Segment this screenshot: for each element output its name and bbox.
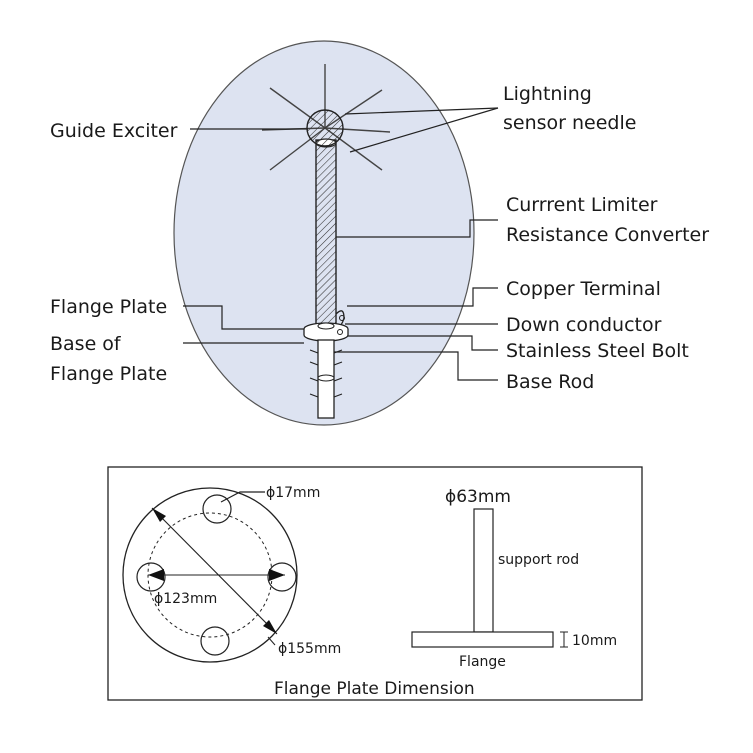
label-current-limiter-1: Currrent Limiter — [506, 194, 658, 216]
dim-outer-diameter: ϕ155mm — [278, 641, 341, 657]
label-flange: Flange — [459, 654, 506, 670]
dim-bolt-circle: ϕ123mm — [154, 591, 217, 607]
base-rod — [309, 339, 343, 419]
label-flange-plate: Flange Plate — [50, 296, 167, 318]
label-down-conductor: Down conductor — [506, 314, 662, 336]
current-limiter-rod — [315, 139, 337, 325]
bolt-hole-left — [136, 562, 166, 592]
dim-hole-diameter: ϕ17mm — [266, 485, 320, 501]
label-base-of-flange-2: Flange Plate — [50, 363, 167, 385]
bolt-hole-top — [202, 494, 232, 524]
label-base-of-flange-1: Base of — [50, 333, 122, 355]
dim-rod-diameter: ϕ63mm — [445, 487, 511, 507]
flange-top-view — [122, 487, 298, 663]
label-support-rod: support rod — [498, 552, 579, 568]
bolt-hole-right — [267, 562, 297, 592]
bolt-hole-bottom — [200, 626, 230, 656]
dimension-title: Flange Plate Dimension — [274, 679, 475, 699]
label-lightning-needle-1: Lightning — [503, 83, 592, 105]
label-guide-exciter: Guide Exciter — [50, 120, 178, 142]
label-base-rod: Base Rod — [506, 371, 594, 393]
flange-side-view — [411, 508, 568, 648]
dim-flange-thickness: 10mm — [572, 633, 617, 649]
leader-lines — [183, 107, 499, 381]
label-lightning-needle-2: sensor needle — [503, 112, 636, 134]
guide-exciter-ball — [306, 109, 344, 147]
dimension-box — [107, 466, 643, 701]
label-copper-terminal: Copper Terminal — [506, 278, 661, 300]
label-stainless-bolt: Stainless Steel Bolt — [506, 340, 689, 362]
label-current-limiter-2: Resistance Converter — [506, 224, 709, 246]
